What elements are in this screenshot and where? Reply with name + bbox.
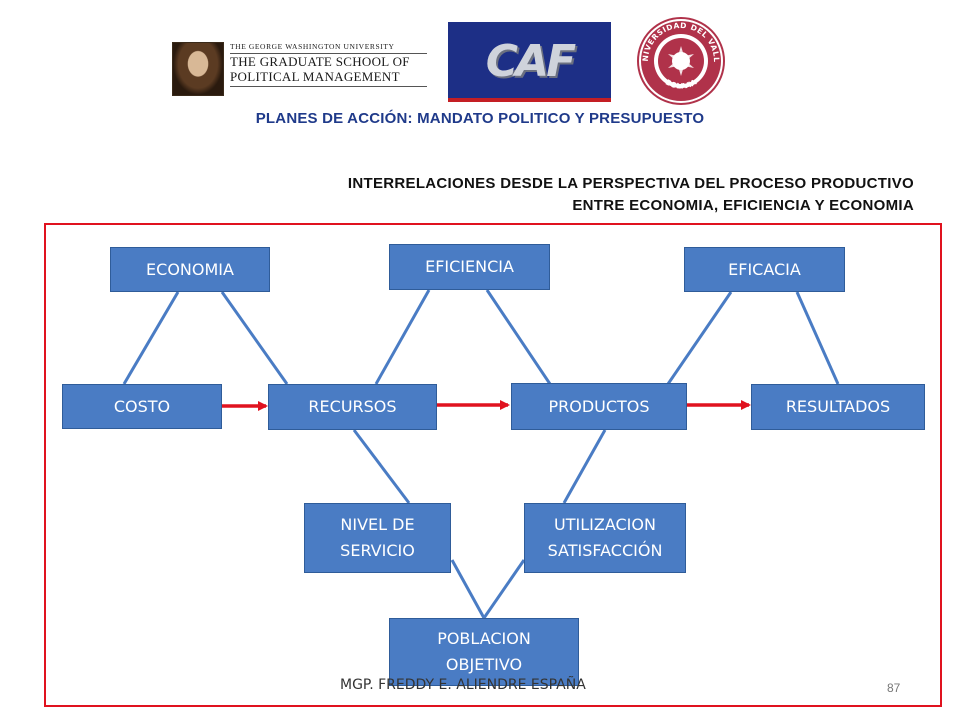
- node-productos-label: PRODUCTOS: [548, 396, 650, 416]
- node-productos: PRODUCTOS: [511, 383, 687, 430]
- node-resultados-label: RESULTADOS: [785, 397, 891, 416]
- footer-author: MGP. FREDDY E. ALIENDRE ESPAÑA: [340, 677, 586, 693]
- subtitle-line-2: ENTRE ECONOMIA, EFICIENCIA Y ECONOMIA: [572, 197, 914, 214]
- caf-logo: CAF: [448, 22, 611, 102]
- link-economia-costo: [122, 291, 180, 385]
- page-number: 87: [887, 681, 901, 695]
- svg-text:BOLIVIA: BOLIVIA: [664, 77, 698, 90]
- diagram-frame: [44, 223, 942, 707]
- link-eficiencia-productos: [485, 289, 552, 385]
- link-eficiencia-recursos: [374, 289, 431, 385]
- link-productos-utilizacion: [562, 429, 607, 504]
- node-utilizacion-satisfaccion-label: UTILIZACION SATISFACCIÓN: [547, 515, 663, 560]
- node-nivel-de-servicio: NIVEL DE SERVICIO: [304, 503, 451, 573]
- gwu-university-name: THE GEORGE WASHINGTON UNIVERSITY: [230, 42, 427, 54]
- node-eficiencia: EFICIENCIA: [389, 244, 550, 290]
- node-eficacia-label: EFICACIA: [728, 259, 801, 279]
- subtitle-line-1: INTERRELACIONES DESDE LA PERSPECTIVA DEL…: [347, 175, 914, 192]
- link-economia-recursos: [220, 291, 289, 385]
- node-economia: ECONOMIA: [110, 247, 270, 292]
- node-recursos: RECURSOS: [268, 384, 437, 430]
- gwu-wordmark: THE GEORGE WASHINGTON UNIVERSITY THE GRA…: [230, 42, 427, 87]
- washington-portrait-icon: [172, 42, 224, 96]
- slide-title: PLANES DE ACCIÓN: MANDATO POLITICO Y PRE…: [255, 110, 705, 127]
- gwu-logo: THE GEORGE WASHINGTON UNIVERSITY THE GRA…: [172, 40, 427, 96]
- link-eficacia-productos: [666, 291, 733, 385]
- gwu-school-line2: POLITICAL MANAGEMENT: [230, 69, 400, 84]
- node-economia-label: ECONOMIA: [146, 259, 234, 279]
- gwu-school-line1: THE GRADUATE SCHOOL OF: [230, 54, 410, 69]
- link-nivel-poblacion: [450, 559, 486, 619]
- universidad-del-valle-seal-icon: UNIVERSIDAD DEL VALLE BOLIVIA: [636, 16, 725, 105]
- node-costo-label: COSTO: [113, 396, 171, 416]
- node-resultados: RESULTADOS: [751, 384, 925, 430]
- link-recursos-nivel: [352, 429, 411, 504]
- node-utilizacion-satisfaccion: UTILIZACION SATISFACCIÓN: [524, 503, 686, 573]
- caf-wordmark: CAF: [485, 36, 576, 87]
- node-poblacion-objetivo: POBLACION OBJETIVO: [389, 618, 579, 686]
- link-eficacia-resultados: [795, 291, 840, 385]
- node-costo: COSTO: [62, 384, 222, 429]
- node-eficiencia-label: EFICIENCIA: [425, 257, 514, 276]
- node-poblacion-objetivo-label: POBLACION OBJETIVO: [437, 629, 531, 674]
- node-recursos-label: RECURSOS: [308, 397, 397, 416]
- node-eficacia: EFICACIA: [684, 247, 845, 292]
- slide-subtitle: INTERRELACIONES DESDE LA PERSPECTIVA DEL…: [348, 173, 914, 217]
- link-utilizacion-poblacion: [482, 559, 526, 619]
- node-nivel-de-servicio-label: NIVEL DE SERVICIO: [340, 515, 415, 560]
